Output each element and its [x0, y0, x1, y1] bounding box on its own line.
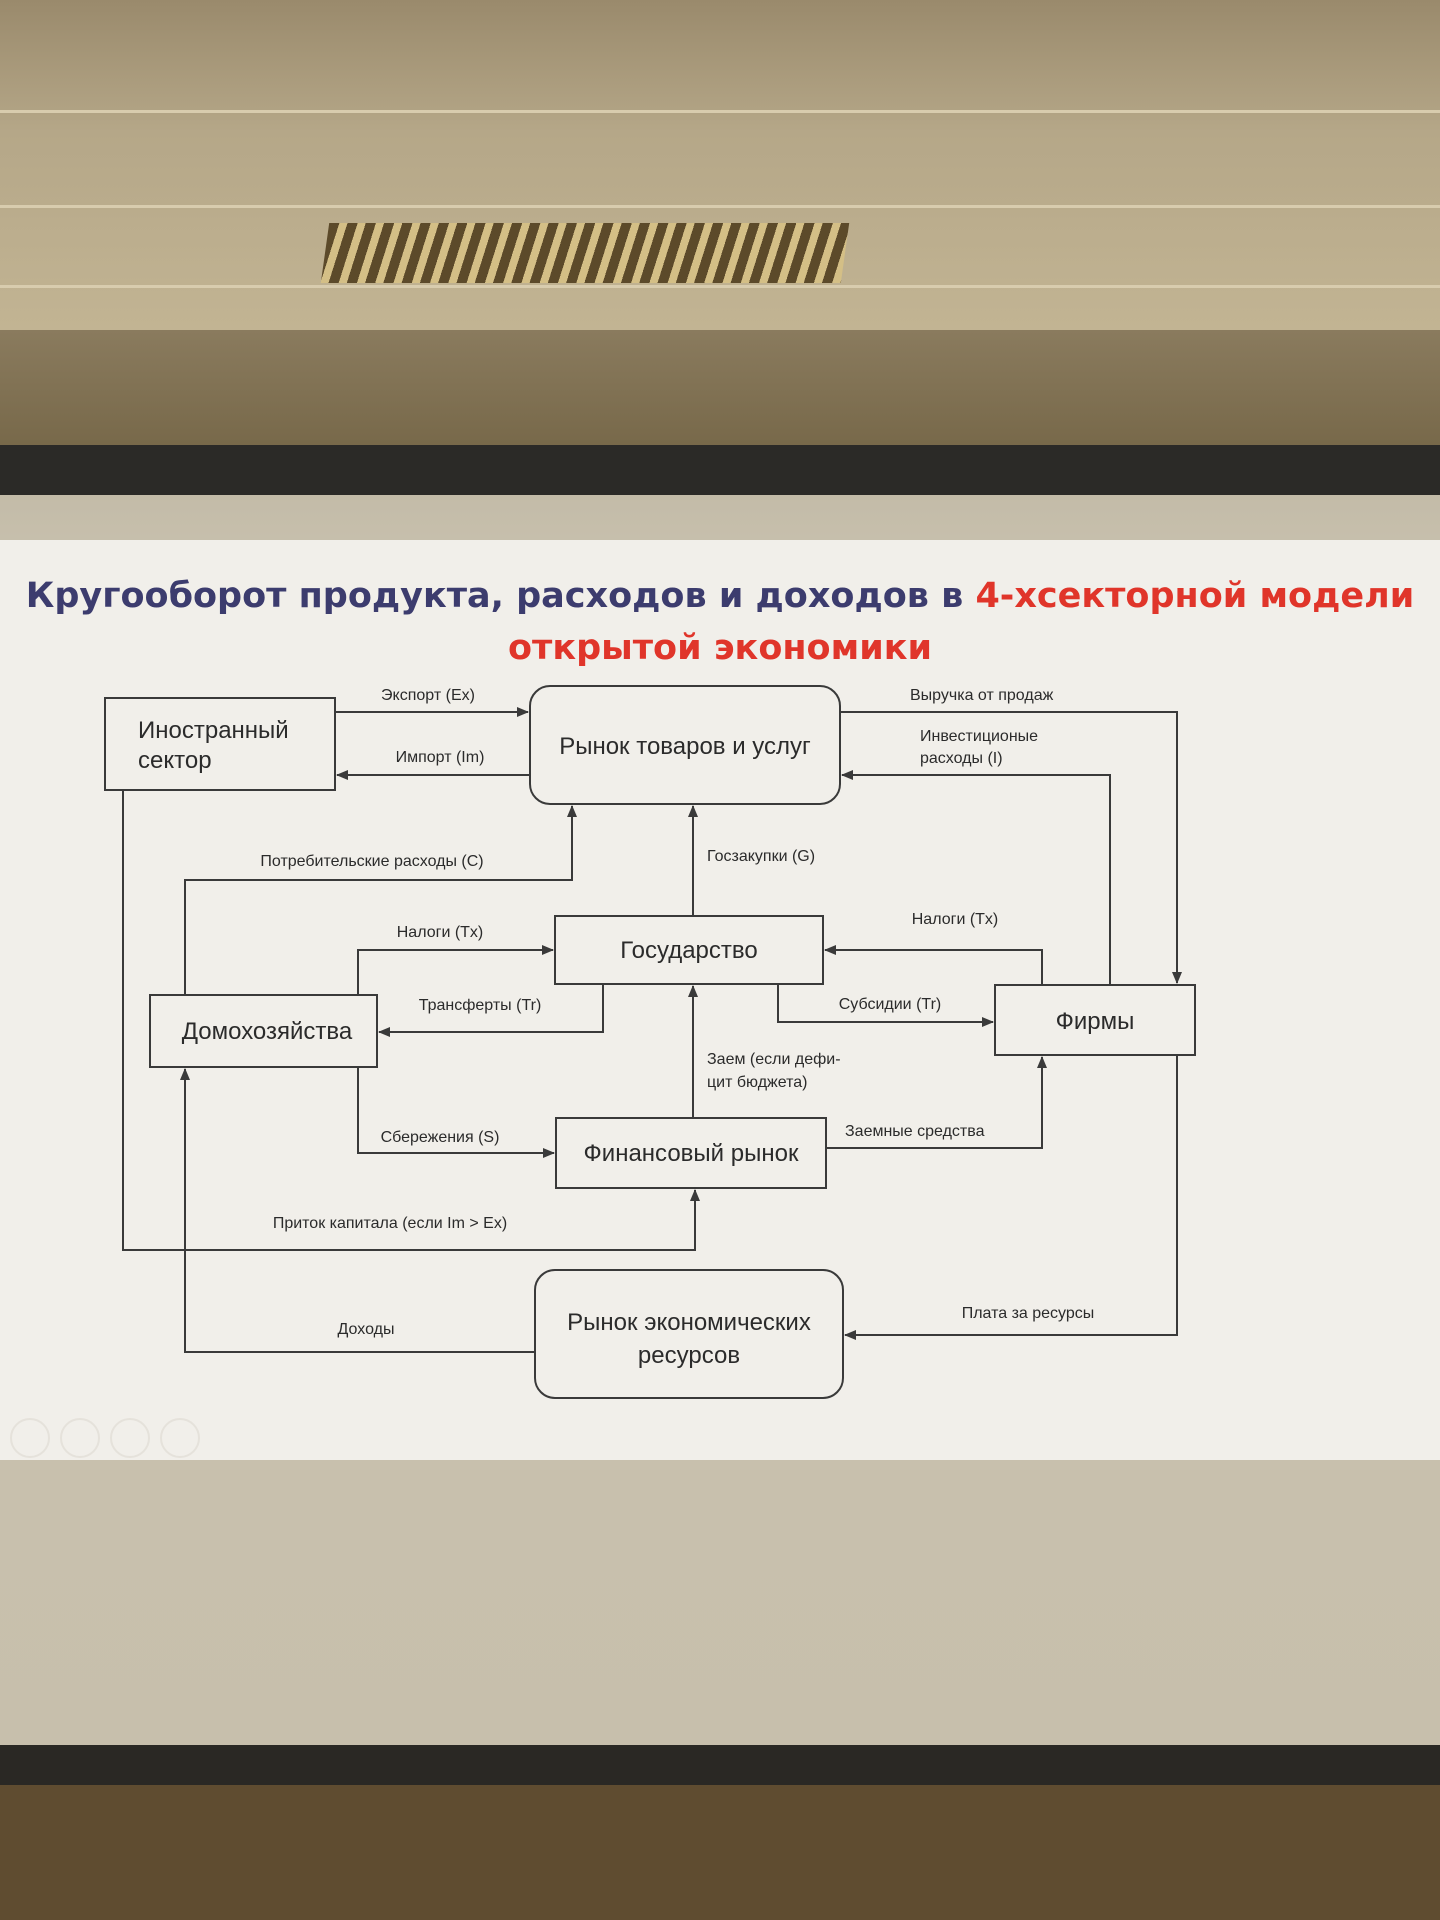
- slide-title-line2: открытой экономики: [507, 628, 933, 668]
- resource-market-label: Рынок экономических: [567, 1309, 811, 1336]
- households-label: Домохозяйства: [182, 1018, 353, 1045]
- savings-arrow: [357, 1067, 555, 1158]
- firm-taxes-label: Налоги (Tx): [912, 911, 999, 928]
- loan-label: цит бюджета): [707, 1074, 807, 1091]
- households-box: [149, 994, 378, 1068]
- foreign-sector-label: Иностранный: [138, 717, 289, 744]
- transfers-arrow: [378, 984, 604, 1037]
- firms-label: Фирмы: [1056, 1008, 1135, 1035]
- household-taxes-label: Налоги (Tx): [397, 924, 484, 941]
- slide: [0, 540, 1440, 1460]
- financial-market-label: Финансовый рынок: [584, 1140, 799, 1167]
- subsidies-label: Субсидии (Tr): [839, 996, 941, 1013]
- incomes-label: Доходы: [338, 1321, 395, 1338]
- resource-market-label: ресурсов: [638, 1342, 740, 1369]
- foreign-sector-label: сектор: [138, 747, 212, 774]
- investment-label: Инвестиционые: [920, 728, 1038, 745]
- borrowed-funds-arrow: [826, 1056, 1047, 1149]
- firms-box: [994, 984, 1196, 1056]
- consumption-label: Потребительские расходы (C): [260, 853, 483, 870]
- import-label: Импорт (Im): [396, 749, 485, 766]
- slide-title: Кругооборот продукта, расходов и доходов…: [0, 570, 1440, 674]
- screen-bottom-bar: [0, 1745, 1440, 1785]
- financial-market-box: [555, 1117, 827, 1189]
- government-label: Государство: [620, 937, 757, 964]
- ceiling-tile-line: [0, 205, 1440, 208]
- loan-label: Заем (если дефи-: [707, 1051, 841, 1068]
- ceiling-tile-line: [0, 110, 1440, 113]
- transfers-label: Трансферты (Tr): [419, 997, 542, 1014]
- zoom-icon[interactable]: [110, 1418, 150, 1458]
- government-box: [554, 915, 824, 985]
- sales-revenue-label: Выручка от продаж: [910, 687, 1054, 704]
- investment-label: расходы (I): [920, 750, 1003, 767]
- slides-icon[interactable]: [60, 1418, 100, 1458]
- more-icon[interactable]: [160, 1418, 200, 1458]
- capital-inflow-label: Приток капитала (если Im > Ex): [273, 1215, 507, 1232]
- goods-market-box: [529, 685, 841, 805]
- screen-top-bar: [0, 445, 1440, 495]
- resource-payments-arrow: [844, 1055, 1178, 1340]
- slide-title-part2: 4-хсекторной модели: [975, 576, 1415, 616]
- household-taxes-arrow: [357, 945, 554, 995]
- wall: [0, 330, 1440, 450]
- export-label: Экспорт (Ex): [381, 687, 475, 704]
- floor: [0, 1785, 1440, 1920]
- goods-market-label: Рынок товаров и услуг: [559, 733, 811, 760]
- sales-revenue-arrow: [840, 711, 1182, 984]
- pen-tool-icon[interactable]: [10, 1418, 50, 1458]
- borrowed-funds-label: Заемные средства: [845, 1123, 985, 1140]
- consumption-arrow: [184, 805, 577, 995]
- investment-arrow: [841, 770, 1111, 985]
- capital-inflow-arrow: [122, 790, 700, 1251]
- slide-title-part1: Кругооборот продукта, расходов и доходов…: [25, 576, 976, 616]
- incomes-arrow: [180, 1068, 535, 1353]
- subsidies-arrow: [777, 984, 994, 1027]
- gov-purchases-label: Госзакупки (G): [707, 848, 815, 865]
- resource-payments-label: Плата за ресурсы: [962, 1305, 1095, 1322]
- firm-taxes-arrow: [824, 945, 1043, 985]
- savings-label: Сбережения (S): [381, 1129, 500, 1146]
- foreign-sector-box: [104, 697, 336, 791]
- resource-market-box: [534, 1269, 844, 1399]
- ceiling-tile-line: [0, 285, 1440, 288]
